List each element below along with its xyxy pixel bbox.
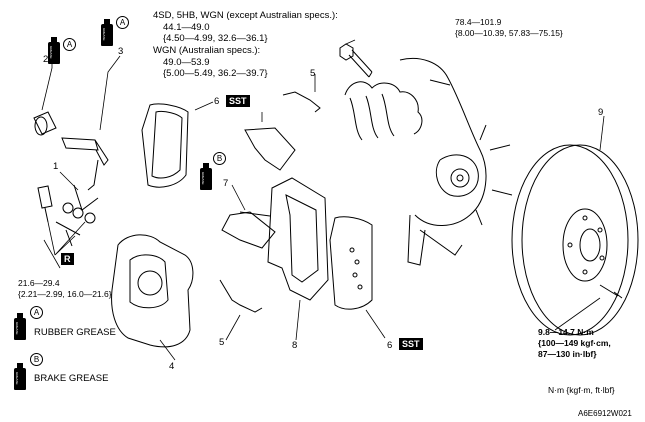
torque-disc-1: 9.8—14.7 N·m <box>538 327 594 337</box>
torque-bolt-top-2: {8.00—10.39, 57.83—75.15} <box>455 28 563 38</box>
knuckle-hub <box>344 57 513 266</box>
units-note: N·m {kgf·m, ft·lbf} <box>548 385 615 395</box>
pad-springs <box>219 91 321 313</box>
spec-line-4: WGN (Australian specs.): <box>153 45 261 56</box>
torque-left-1: 21.6—29.4 <box>18 278 60 288</box>
callout-6-bottom: 6 <box>387 340 393 351</box>
grease-letter-top: A <box>116 16 129 29</box>
grease-can-icon-left <box>48 37 60 64</box>
caliper-bracket <box>267 177 329 301</box>
torque-disc-2: {100—149 kgf·cm, <box>538 338 611 348</box>
callout-2: 2 <box>43 54 49 65</box>
callout-3: 3 <box>118 46 124 57</box>
spec-line-2: 44.1—49.0 <box>163 22 210 33</box>
callout-1: 1 <box>53 161 59 172</box>
callout-6-top: 6 <box>214 96 220 107</box>
pad-shims <box>221 127 296 249</box>
brake-pad-inner <box>329 216 373 310</box>
caliper-body <box>111 234 194 348</box>
brake-pad-outer <box>141 103 189 188</box>
callout-5-top: 5 <box>310 68 316 79</box>
torque-disc-3: 87—130 in·lbf} <box>538 349 597 359</box>
grease-can-icon-mid <box>200 163 212 190</box>
hose-fitting <box>37 184 99 247</box>
sst-tag-top: SST <box>226 95 250 107</box>
rubber-grease-can-icon <box>14 313 26 340</box>
grease-letter-mid: B <box>213 152 226 165</box>
hub-bolt <box>339 43 373 78</box>
spec-line-6: {5.00—5.49, 36.2—39.7} <box>163 68 268 79</box>
callout-7: 7 <box>223 178 229 189</box>
callout-8: 8 <box>292 340 298 351</box>
spec-line-1: 4SD, 5HB, WGN (except Australian specs.)… <box>153 10 338 21</box>
brake-grease-can-icon <box>14 363 26 390</box>
torque-left-2: {2.21—2.99, 16.0—21.6} <box>18 289 112 299</box>
brake-disc <box>511 144 639 336</box>
callout-5-bottom: 5 <box>219 337 225 348</box>
torque-bolt-top-1: 78.4—101.9 <box>455 17 502 27</box>
guide-pins <box>33 111 109 191</box>
spec-line-3: {4.50—4.99, 32.6—36.1} <box>163 33 268 44</box>
grease-letter-left: A <box>63 38 76 51</box>
grease-can-icon-top <box>101 19 113 46</box>
leader-lines <box>41 39 605 361</box>
legend-b-symbol: B <box>30 353 43 366</box>
spec-line-5: 49.0—53.9 <box>163 57 210 68</box>
callout-9: 9 <box>598 107 604 118</box>
figure-code: A6E6912W021 <box>578 409 632 418</box>
legend-b-label: BRAKE GREASE <box>34 373 109 384</box>
sst-tag-bottom: SST <box>399 338 423 350</box>
legend-a-symbol: A <box>30 306 43 319</box>
legend-a-label: RUBBER GREASE <box>34 327 116 338</box>
r-tag: R <box>61 253 74 265</box>
callout-4: 4 <box>169 361 175 372</box>
